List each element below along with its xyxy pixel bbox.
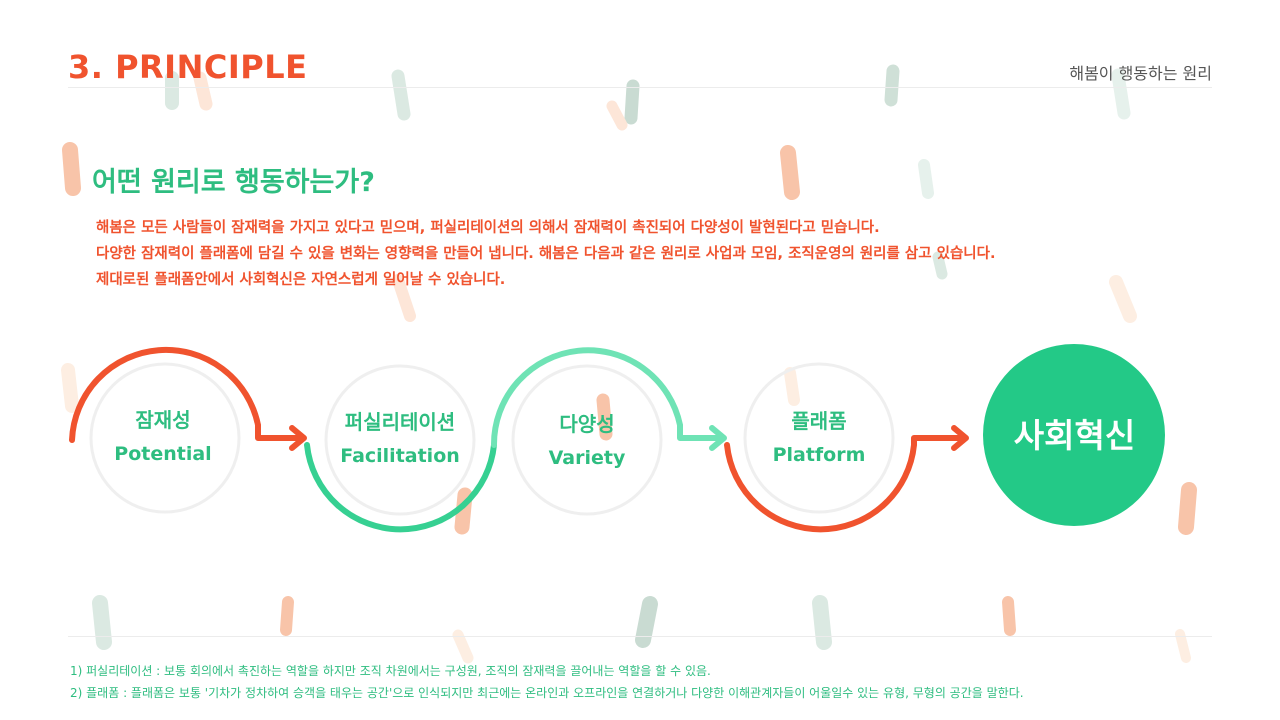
ring-potential bbox=[89, 362, 241, 514]
bottom-divider bbox=[68, 636, 1212, 637]
description-line: 다양한 잠재력이 플래폼에 담길 수 있을 변화는 영향력을 만들어 냅니다. … bbox=[96, 246, 996, 262]
arrow-head-3 bbox=[951, 425, 969, 451]
principle-label-ko: 퍼실리테이션 bbox=[344, 410, 456, 434]
principle-platform: 플래폼 Platform bbox=[719, 405, 919, 466]
arrow-head-1 bbox=[289, 425, 307, 451]
outcome-circle bbox=[983, 344, 1165, 526]
principle-label-en: Facilitation bbox=[340, 445, 460, 467]
principle-potential: 잠재성 Potential bbox=[63, 404, 263, 465]
ring-facilitation bbox=[324, 364, 476, 516]
top-divider bbox=[68, 87, 1212, 88]
flow-arc-variety bbox=[490, 347, 721, 448]
footnotes: 1) 퍼실리테이션 : 보통 회의에서 촉진하는 역할을 하지만 조직 차원에서… bbox=[70, 660, 1024, 704]
section-description: 해봄은 모든 사람들이 잠재력을 가지고 있다고 믿으며, 퍼실리테이션의 의해… bbox=[96, 215, 1196, 293]
principle-facilitation: 퍼실리테이션 Facilitation bbox=[300, 406, 500, 467]
flow-arc-potential bbox=[69, 346, 303, 443]
principle-label-ko: 잠재성 bbox=[135, 408, 191, 432]
ring-variety bbox=[511, 364, 663, 516]
description-line: 해봄은 모든 사람들이 잠재력을 가지고 있다고 믿으며, 퍼실리테이션의 의해… bbox=[96, 220, 880, 236]
arrow-head-2 bbox=[709, 425, 727, 451]
page-title: 3. PRINCIPLE bbox=[68, 48, 308, 86]
page-subtitle: 해봄이 행동하는 원리 bbox=[1069, 64, 1212, 83]
principle-label-ko: 플래폼 bbox=[791, 409, 847, 433]
flow-arc-facilitation bbox=[304, 442, 497, 533]
principle-label-en: Potential bbox=[114, 443, 212, 465]
principle-variety: 다양성 Variety bbox=[487, 408, 687, 469]
principle-label-en: Platform bbox=[772, 444, 866, 466]
footnote: 1) 퍼실리테이션 : 보통 회의에서 촉진하는 역할을 하지만 조직 차원에서… bbox=[70, 664, 711, 678]
principle-label-en: Variety bbox=[548, 447, 626, 469]
principle-label-ko: 다양성 bbox=[559, 412, 615, 436]
section-question: 어떤 원리로 행동하는가? bbox=[92, 167, 375, 198]
flow-arc-platform bbox=[724, 435, 963, 533]
outcome-label: 사회혁신 bbox=[1013, 416, 1136, 455]
ring-platform bbox=[743, 362, 895, 514]
footnote: 2) 플래폼 : 플래폼은 보통 '기차가 정차하여 승객을 태우는 공간'으로… bbox=[70, 686, 1024, 700]
description-line: 제대로된 플래폼안에서 사회혁신은 자연스럽게 일어날 수 있습니다. bbox=[96, 272, 506, 288]
